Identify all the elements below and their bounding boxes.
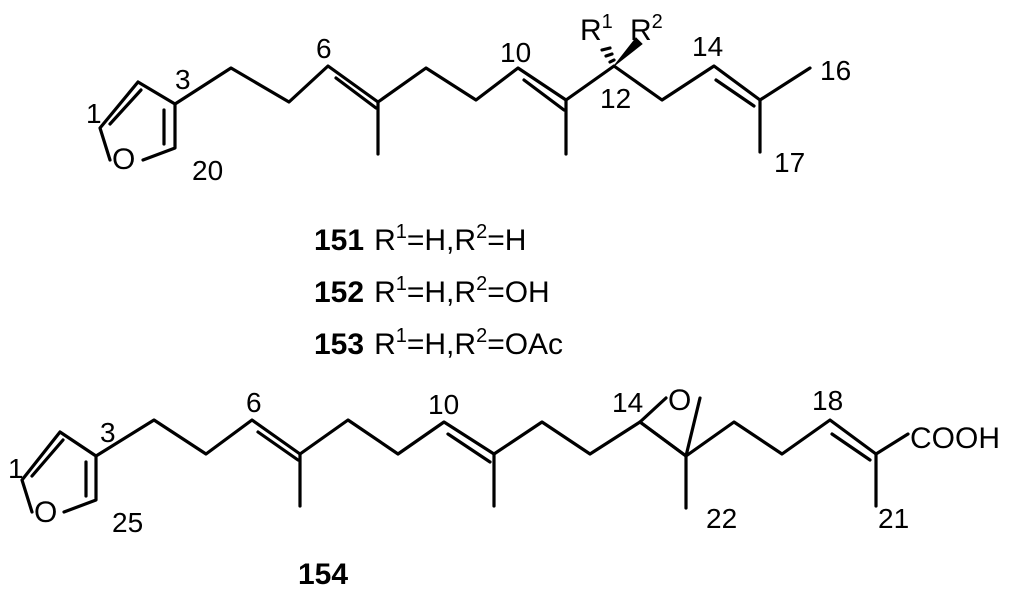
hash-bond-r1 bbox=[600, 46, 616, 64]
label-c20-151: 20 bbox=[192, 155, 223, 186]
double-bond-14-15-151 bbox=[714, 78, 756, 108]
label-c3-154: 3 bbox=[100, 417, 116, 448]
epoxide-oxygen: O bbox=[668, 384, 691, 417]
label-c3-151: 3 bbox=[175, 64, 191, 95]
label-c22-154: 22 bbox=[706, 503, 737, 534]
furan-oxygen-154: O bbox=[34, 496, 57, 529]
r2-group-label: R2 bbox=[630, 11, 663, 47]
side-chain-154 bbox=[684, 418, 910, 458]
double-bond-6-7-151 bbox=[334, 76, 378, 110]
compound-154-number: 154 bbox=[298, 558, 348, 591]
furan-ring-154 bbox=[20, 430, 98, 514]
label-c6-151: 6 bbox=[316, 33, 332, 64]
r1-group-label: R1 bbox=[580, 11, 613, 47]
label-c6-154: 6 bbox=[246, 387, 262, 418]
double-bond-10-11-154 bbox=[446, 432, 492, 464]
furan-double-bonds-151 bbox=[108, 88, 166, 146]
double-bond-18-19-154 bbox=[830, 432, 872, 462]
main-chain-154 bbox=[94, 418, 688, 458]
label-c1-154: 1 bbox=[8, 453, 24, 484]
furan-oxygen-151: O bbox=[112, 143, 135, 176]
label-c18-154: 18 bbox=[812, 385, 843, 416]
label-c10-154: 10 bbox=[428, 389, 459, 420]
carboxylic-acid-label: COOH bbox=[910, 422, 1000, 455]
double-bond-6-7-154 bbox=[256, 430, 300, 462]
label-c12-151: 12 bbox=[600, 83, 631, 114]
label-c16-151: 16 bbox=[820, 55, 851, 86]
label-c14-154: 14 bbox=[612, 387, 643, 418]
label-c14-151: 14 bbox=[692, 31, 723, 62]
furan-ring-151 bbox=[98, 80, 177, 162]
main-chain-151 bbox=[173, 64, 812, 106]
label-c1-151: 1 bbox=[86, 98, 102, 129]
wedge-bond-r2 bbox=[613, 37, 643, 67]
label-c21-154: 21 bbox=[878, 503, 909, 534]
structure-151-153: O 1 3 6 10 12 14 16 17 20 R1 R2 bbox=[86, 11, 851, 186]
epoxide-ring bbox=[638, 396, 702, 458]
furan-double-bonds-154 bbox=[30, 438, 88, 498]
label-c25-154: 25 bbox=[112, 507, 143, 538]
label-c10-151: 10 bbox=[500, 37, 531, 68]
double-bond-10-11-151 bbox=[522, 78, 566, 112]
label-c17-151: 17 bbox=[774, 147, 805, 178]
structure-154: O O COOH 1 3 6 10 14 18 21 22 25 154 bbox=[8, 384, 1000, 591]
